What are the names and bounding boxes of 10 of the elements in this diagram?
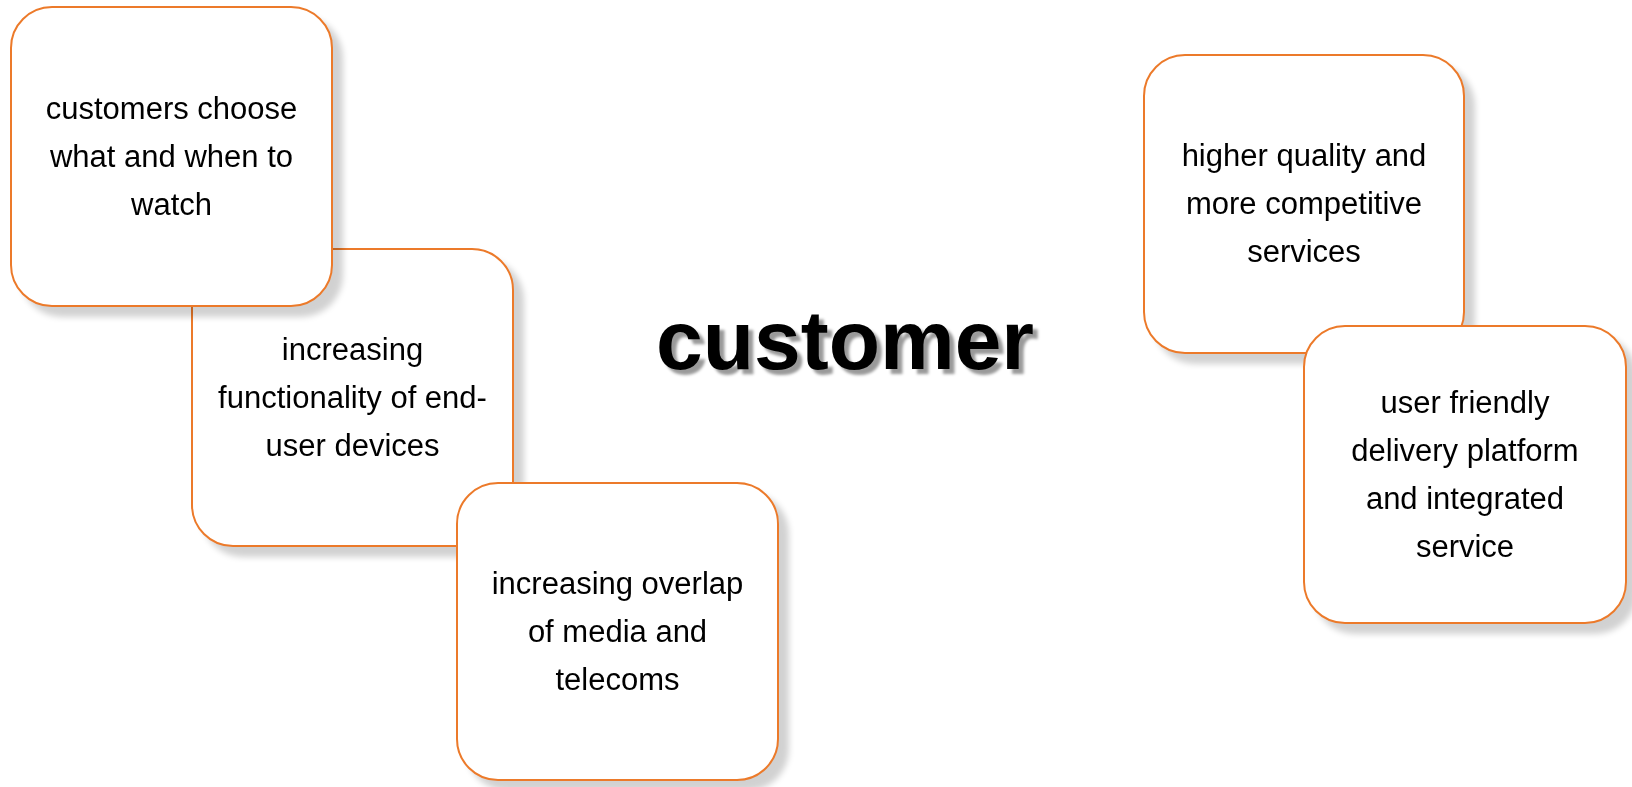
- box-text: customers choose what and when to watch: [44, 89, 299, 224]
- box-text: higher quality and more competitive services: [1180, 137, 1428, 271]
- box-text: increasing overlap of media and telecoms: [490, 564, 745, 699]
- box-text: user friendly delivery platform and integrated service: [1350, 383, 1580, 566]
- rounded-box: [1303, 325, 1627, 624]
- rounded-box: [10, 6, 333, 307]
- rounded-box: [456, 482, 779, 781]
- title: customer: [654, 292, 1036, 389]
- rounded-box: [1143, 54, 1465, 354]
- box-text: increasing functionality of end-user devices: [217, 330, 488, 465]
